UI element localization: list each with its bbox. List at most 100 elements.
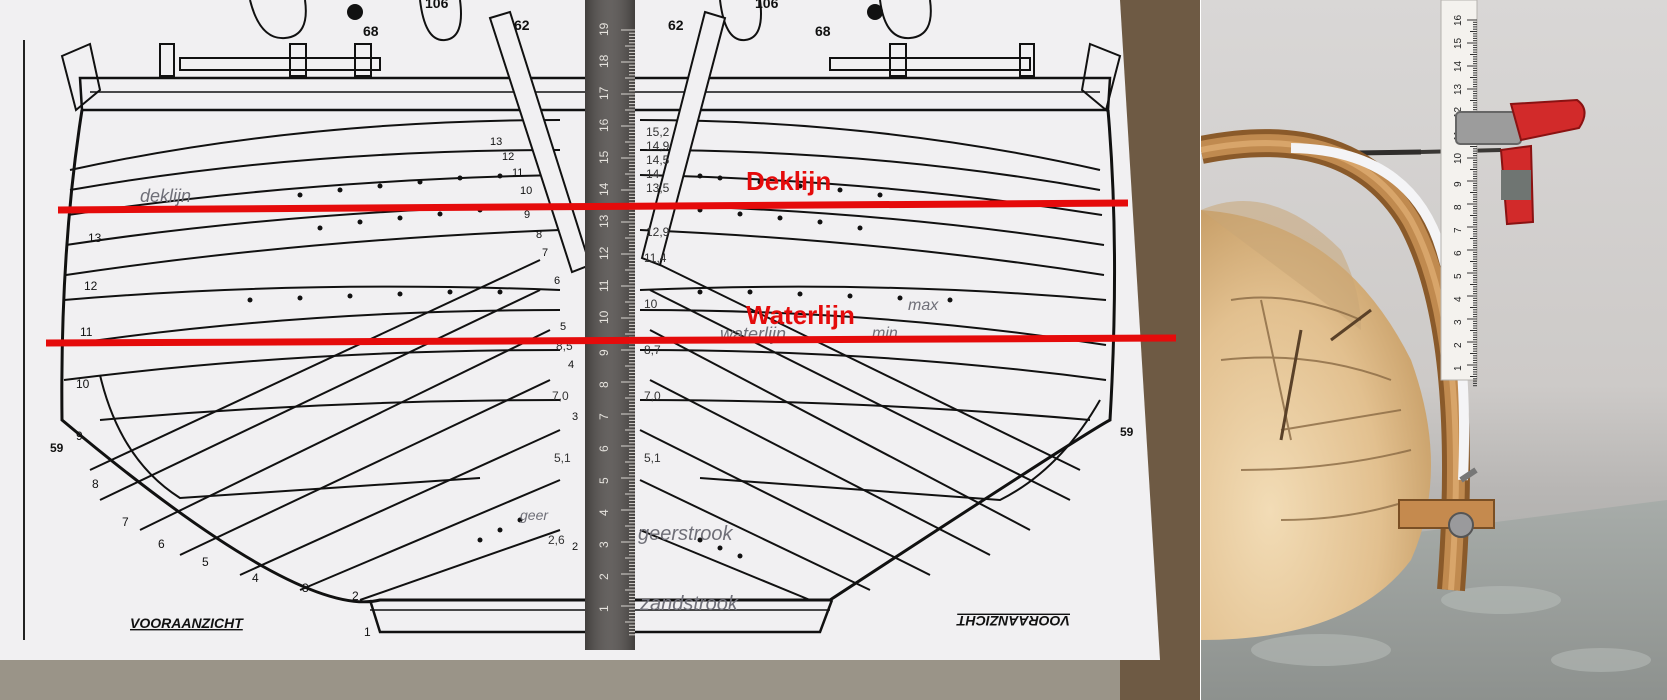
svg-text:zandstrook: zandstrook	[639, 593, 739, 615]
rule-tick-label: 2	[1453, 342, 1464, 348]
svg-text:13,5: 13,5	[646, 181, 670, 195]
plank-numbers-left: 13 12 11 10 9 8 7 6 5 4 3 2 1	[76, 231, 371, 639]
deck-line-label: Deklijn	[746, 166, 832, 196]
deck-line	[57, 199, 1129, 214]
rule-tick-label: 3	[1453, 319, 1464, 325]
svg-text:8,7: 8,7	[644, 343, 661, 357]
svg-text:11: 11	[80, 325, 93, 339]
rule-tick-label: 9	[1453, 181, 1464, 187]
svg-text:deklijn: deklijn	[140, 186, 191, 206]
svg-text:geer: geer	[520, 507, 549, 523]
ruler-tick-label: 9	[597, 349, 611, 356]
rivet-dots	[247, 173, 953, 559]
svg-text:max: max	[908, 297, 939, 314]
svg-text:7,0: 7,0	[644, 389, 661, 403]
rule-tick-label: 8	[1453, 204, 1464, 210]
svg-text:15,2: 15,2	[646, 125, 670, 139]
svg-text:7: 7	[542, 247, 548, 259]
rule-tick-label: 10	[1453, 152, 1464, 164]
svg-text:12: 12	[84, 279, 98, 293]
rule-tick-label: 1	[1453, 365, 1464, 371]
svg-text:7: 7	[122, 515, 129, 529]
svg-text:4: 4	[568, 359, 574, 371]
svg-text:12,9: 12,9	[646, 225, 670, 239]
rule-tick-label: 15	[1453, 37, 1464, 49]
svg-text:13: 13	[88, 231, 102, 245]
ruler-tick-label: 10	[597, 310, 611, 324]
ruler-tick-label: 7	[597, 413, 611, 420]
svg-text:4: 4	[252, 571, 259, 585]
ruler-tick-label: 14	[597, 182, 611, 196]
svg-text:2: 2	[572, 541, 578, 553]
svg-text:3: 3	[572, 411, 578, 423]
svg-text:5,1: 5,1	[644, 451, 661, 465]
svg-text:7,0: 7,0	[552, 389, 569, 403]
clamp-block	[1398, 499, 1495, 529]
svg-text:59: 59	[50, 441, 64, 455]
svg-text:14,5: 14,5	[646, 153, 670, 167]
svg-text:14: 14	[646, 167, 660, 181]
rule-tick-label: 5	[1453, 273, 1464, 279]
svg-text:106: 106	[755, 0, 779, 11]
svg-text:11: 11	[512, 167, 523, 179]
ruler-tick-label: 16	[597, 118, 611, 132]
ruler-tick-label: 2	[597, 573, 611, 580]
rule-tick-label: 16	[1453, 14, 1464, 26]
svg-text:68: 68	[363, 23, 379, 39]
ruler-tick-label: 8	[597, 381, 611, 388]
rule-tick-label: 4	[1453, 296, 1464, 302]
svg-text:12: 12	[502, 151, 514, 163]
svg-text:10: 10	[76, 377, 90, 391]
svg-text:62: 62	[514, 17, 530, 33]
wing-nut	[1448, 512, 1474, 538]
svg-text:10: 10	[644, 297, 658, 311]
water-line-label: Waterlijn	[746, 300, 855, 330]
ruler-tick-label: 15	[597, 150, 611, 164]
plan-title: VOORAANZICHT	[130, 615, 244, 631]
rule-tick-label: 7	[1453, 227, 1464, 233]
spring-clamp	[1455, 98, 1586, 226]
ruler-tick-label: 17	[597, 86, 611, 100]
svg-text:geerstrook: geerstrook	[638, 523, 733, 545]
svg-text:5,1: 5,1	[554, 451, 571, 465]
ruler-tick-label: 19	[597, 22, 611, 36]
ruler-tick-label: 13	[597, 214, 611, 228]
svg-text:11,4: 11,4	[644, 251, 667, 265]
photo-divider	[1200, 0, 1201, 700]
ruler-tick-label: 5	[597, 477, 611, 484]
svg-text:8: 8	[536, 229, 542, 241]
water-line	[45, 334, 1177, 347]
ruler-tick-label: 1	[597, 605, 611, 612]
plank-numbers-center: 13 12 11 10 9 8 7 6 5 4 3 2	[490, 136, 578, 553]
svg-text:6: 6	[158, 537, 165, 551]
svg-text:59: 59	[1120, 425, 1134, 439]
svg-text:9: 9	[524, 209, 530, 221]
plan-title-mirrored: VOORAANZICHT	[956, 613, 1070, 629]
ruler-tick-label: 18	[597, 54, 611, 68]
svg-text:13: 13	[490, 136, 502, 148]
svg-text:14,9: 14,9	[646, 139, 670, 153]
ruler-ticks	[621, 29, 635, 636]
svg-text:8: 8	[92, 477, 99, 491]
svg-text:3: 3	[302, 581, 309, 595]
svg-text:2: 2	[352, 589, 359, 603]
svg-text:10: 10	[520, 185, 532, 197]
svg-text:2,6: 2,6	[548, 533, 565, 547]
svg-text:106: 106	[425, 0, 449, 11]
ruler-tick-label: 4	[597, 509, 611, 516]
ruler-tick-label: 6	[597, 445, 611, 452]
boat-plan-photo: 68 106 62 62 106 68 13 12 11 10 9 8 7 6 …	[0, 0, 1200, 700]
ruler-tick-label: 3	[597, 541, 611, 548]
rule-tick-label: 13	[1453, 83, 1464, 95]
boat-plan-drawing: 68 106 62 62 106 68 13 12 11 10 9 8 7 6 …	[0, 0, 1200, 700]
svg-text:5: 5	[560, 321, 566, 333]
rule-tick-label: 14	[1453, 60, 1464, 72]
svg-text:5: 5	[202, 555, 209, 569]
rule-tick-label: 6	[1453, 250, 1464, 256]
svg-text:9: 9	[76, 429, 83, 443]
measurements-right: 15,2 14,9 14,5 14 13,5 12,9 11,4 10 8,7 …	[644, 125, 670, 465]
ruler-tick-label: 12	[597, 246, 611, 260]
